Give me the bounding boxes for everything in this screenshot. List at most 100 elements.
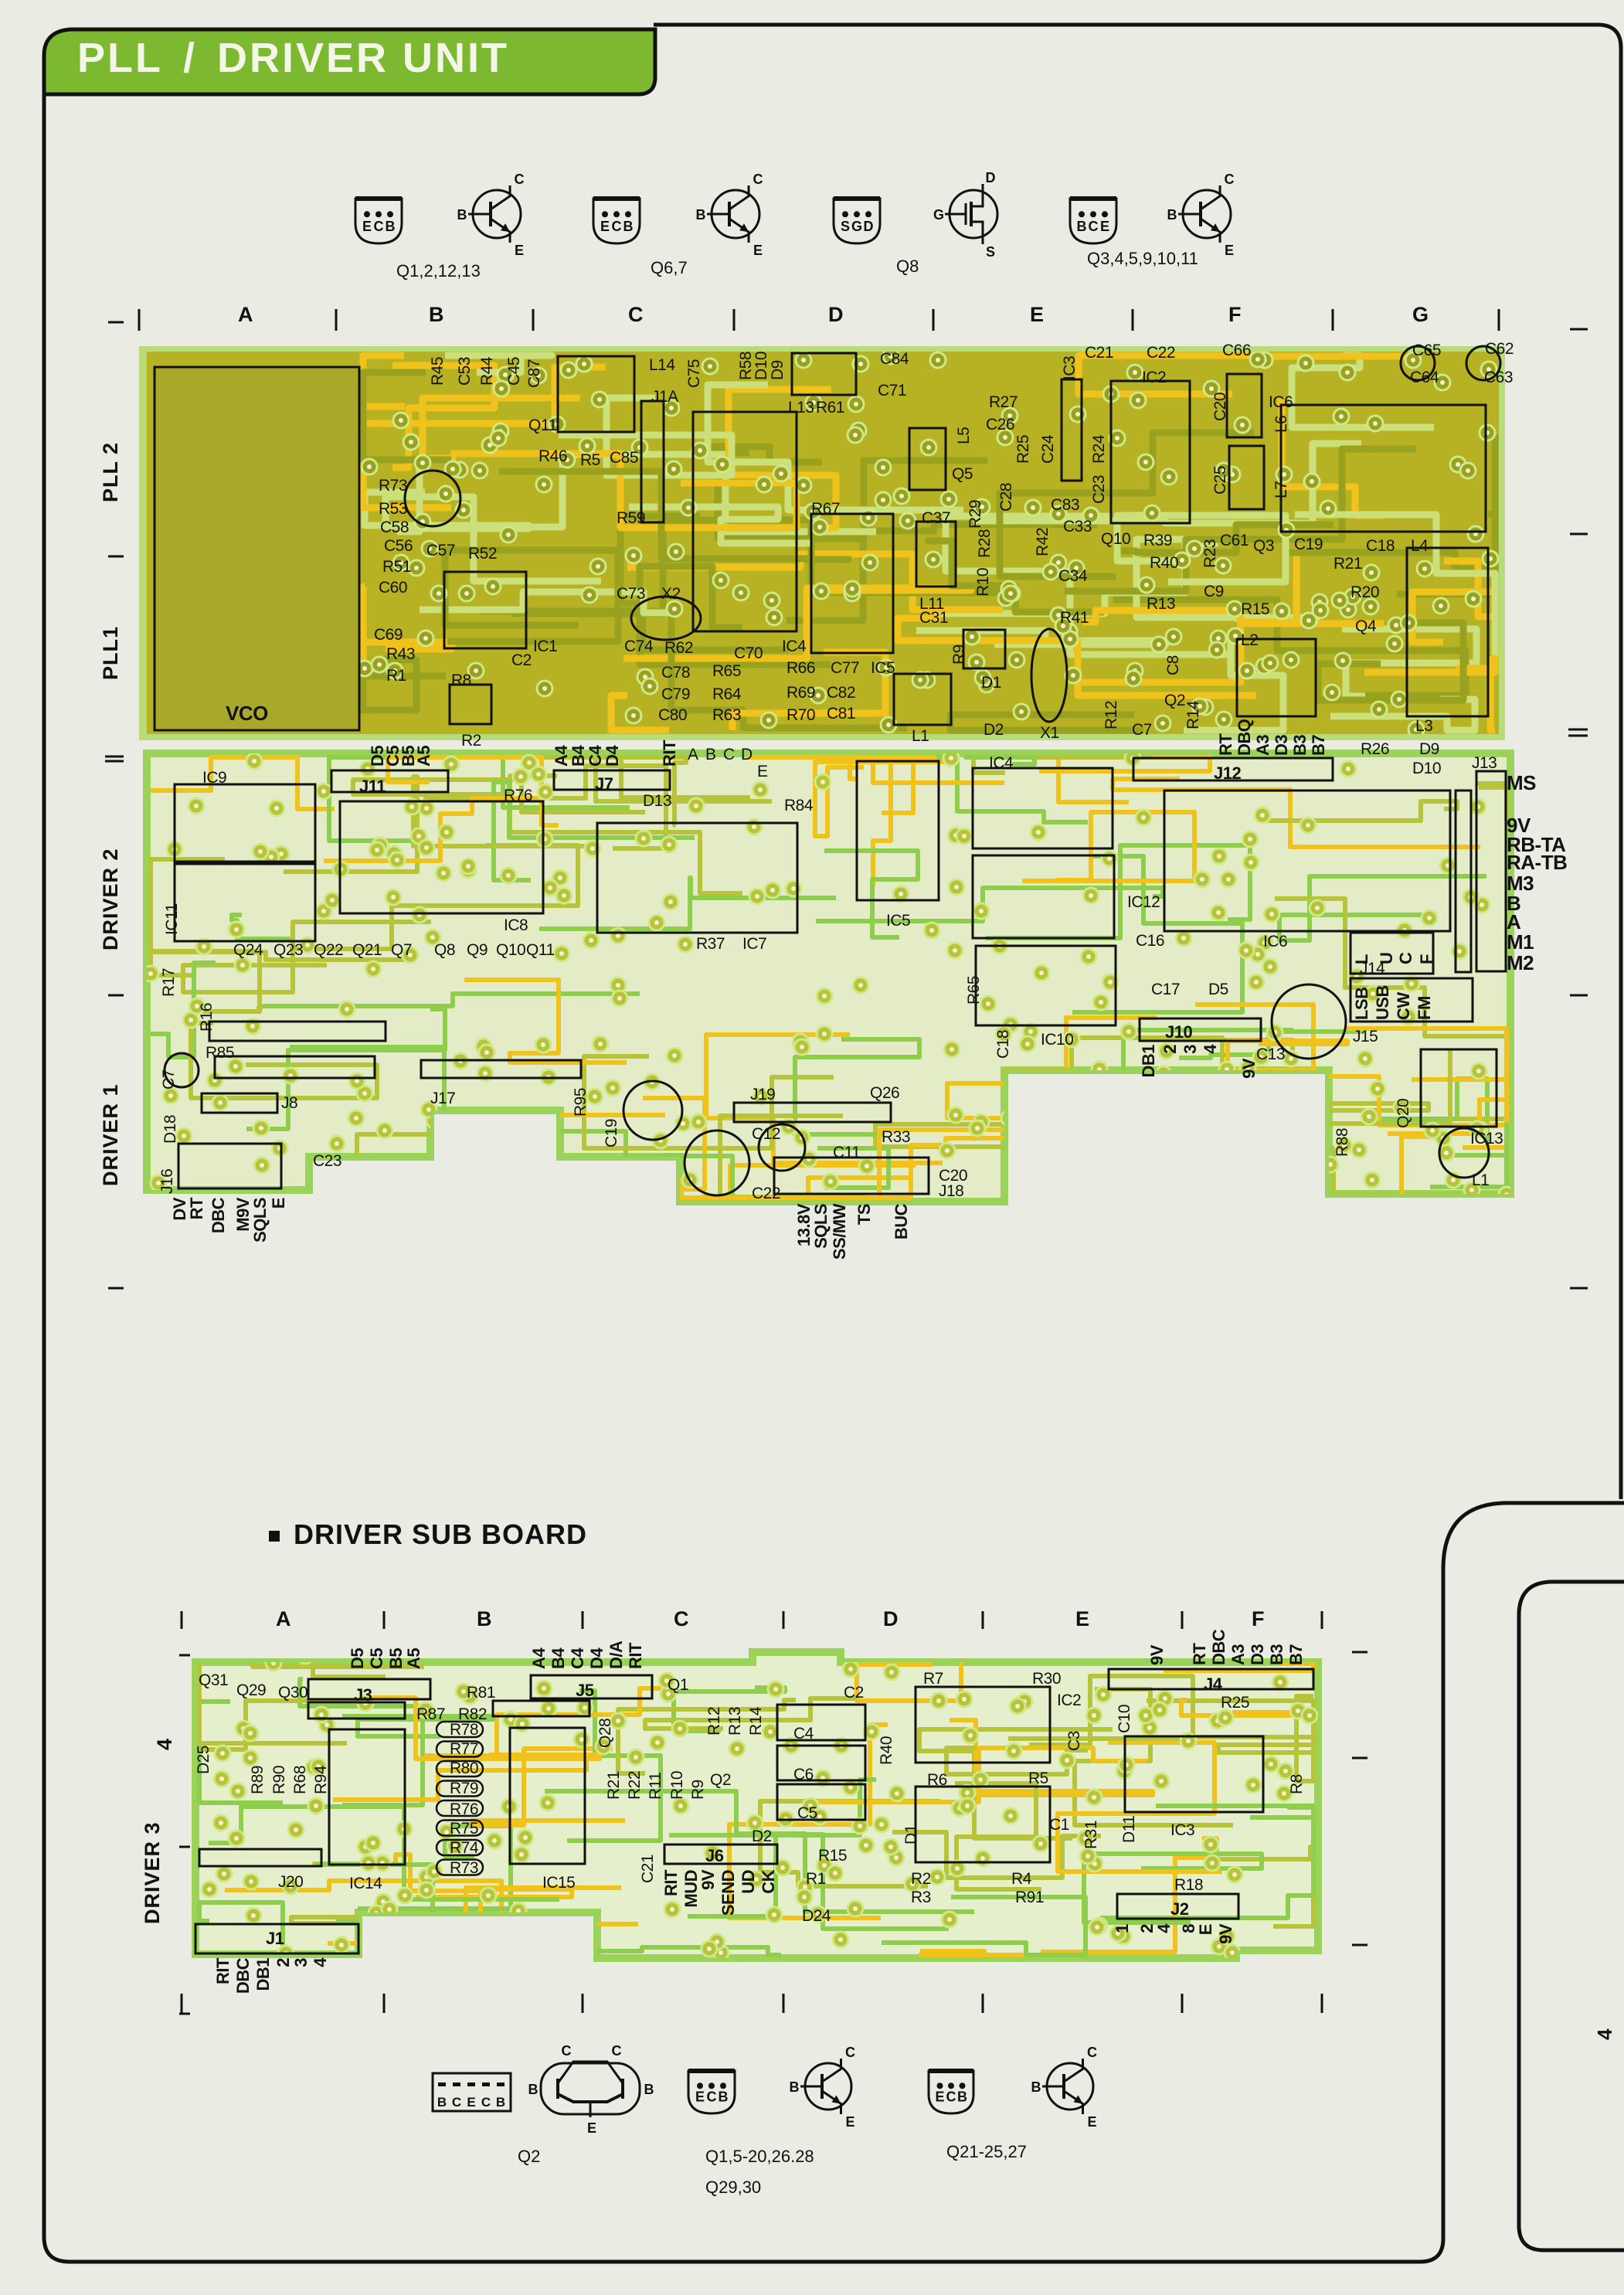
ic-arrow-letter-a: A [688,746,698,763]
pin-letter: B [386,219,396,234]
sub-j6-pin-1: MUD [681,1870,701,1908]
pll-ref-c75: C75 [685,359,703,388]
copper-trace [499,468,851,563]
pll-ref-d2: D2 [984,721,1004,739]
page-frame [42,93,1624,2264]
component-outline [448,683,493,726]
copper-trace [1113,512,1289,586]
pll-ref-c2: C2 [511,651,532,669]
pin-letter: C [707,2089,717,2105]
copper-trace [392,362,498,471]
vco-module [153,366,361,732]
pll-ref-r27: R27 [989,393,1018,411]
sub-j1-pin-0: RIT [213,1958,233,1984]
j13-pin-m1: M1 [1507,930,1534,954]
sub-j4-pin-4: D3 [1248,1644,1267,1665]
row-label-pll-2: PLL 2 [99,441,122,502]
copper-trace [342,1714,495,1739]
sub-j4-pin-1: RT [1190,1643,1209,1665]
resistor-outline [435,1799,484,1817]
solder-pad [1006,1183,1024,1202]
pll-ref-q11: Q11 [528,416,557,434]
crystal-outline [1030,627,1069,723]
sub-ref-r31: R31 [1082,1820,1100,1849]
resistor-outline [435,1858,484,1876]
pll-ref-c57: C57 [426,542,456,559]
copper-trace [779,1136,1101,1200]
component-outline [914,1685,1052,1764]
driver-ref-ic6: IC6 [1263,933,1288,950]
pll-ref-r24: R24 [1090,434,1108,464]
copper-trace [882,1895,1088,1957]
pll-ref-q10: Q10 [1101,530,1131,548]
j12-pin-4: B3 [1290,734,1310,756]
component-outline [892,672,953,726]
sub-ref-r5: R5 [1028,1770,1048,1787]
sub-board-title: DRIVER SUB BOARD [269,1518,587,1551]
ic-arrow-letter-c: C [723,746,735,763]
pll-ref-c82: C82 [827,684,856,702]
pll-ref-c69: C69 [374,626,403,644]
copper-trace [996,429,1254,580]
copper-trace [946,711,1143,734]
capacitor-outline [622,1080,684,1141]
copper-trace [290,843,580,951]
pll-ref-d10: D10 [753,351,770,380]
sub-j1-pin-3: 2 [273,1958,293,1967]
pll-ref-c85: C85 [610,449,639,467]
sub-ref-d2: D2 [752,1828,772,1845]
driver-ref-j12: J12 [1214,763,1242,783]
sub-column-label-e: E [1075,1607,1090,1630]
title-slash: / [183,35,198,81]
copper-trace [450,450,800,532]
pin-letter: B [1077,219,1087,234]
copper-trace [954,1781,1041,1892]
terminal-e: E [1225,243,1234,258]
sub-column-label-d: D [883,1607,899,1630]
pll-ref-r15: R15 [1241,600,1270,618]
driver-ref-j16: J16 [158,1168,176,1194]
pll-ref-c83: C83 [1051,496,1080,514]
copper-trace [894,614,1256,699]
component-outline [198,1848,323,1868]
copper-trace [470,1746,625,1828]
sub-j1-pin-4: 3 [291,1958,311,1967]
pll-ref-l1: L1 [912,727,929,745]
j16-pin-2: DBC [209,1198,228,1234]
pll-ref-ic6: IC6 [1269,393,1293,411]
copper-trace [623,584,975,662]
copper-trace [680,1127,1017,1200]
sub-ref-j1: J1 [266,1929,284,1948]
driver-ref-j19: J19 [750,1086,776,1103]
driver-ref-ic8: IC8 [504,916,528,934]
vco-label: VCO [226,702,268,725]
copper-trace [1275,896,1507,1039]
driver-ref-ic5: IC5 [886,912,911,930]
pll-ref-l13: L13 [788,399,814,416]
pll-ref-c61: C61 [1220,532,1249,549]
j16-pin-3: M9V [233,1198,253,1232]
pll-ref-l11: L11 [919,595,944,613]
sub-j1-pin-5: 4 [311,1958,330,1967]
j14-pin-0: L [1352,954,1371,964]
j10-pin-3: 4 [1201,1045,1220,1054]
sub-j4-pin-3: A3 [1228,1644,1248,1665]
driver-ref-q23: Q23 [273,941,304,959]
sub-ref-r11: R11 [647,1772,664,1800]
sub-ref-j4: J4 [1204,1674,1222,1694]
sub-ref-j6: J6 [705,1846,724,1865]
sub-j1-pin-1: DBC [233,1958,253,1994]
j7-pin-3: D4 [603,745,622,767]
pin-letter: B [496,2095,505,2110]
driver-ref-q9: Q9 [467,941,488,959]
title-driver-unit: DRIVER UNIT [217,35,510,81]
terminal-c: C [1087,2045,1097,2060]
solder-pad [1221,1165,1239,1184]
pll-ref-c81: C81 [827,705,856,722]
component-outline [855,760,940,902]
driver-ref-j17: J17 [430,1090,456,1107]
copper-trace [926,537,1104,616]
component-outline [338,800,545,915]
sub-ref-r9: R9 [689,1780,707,1800]
